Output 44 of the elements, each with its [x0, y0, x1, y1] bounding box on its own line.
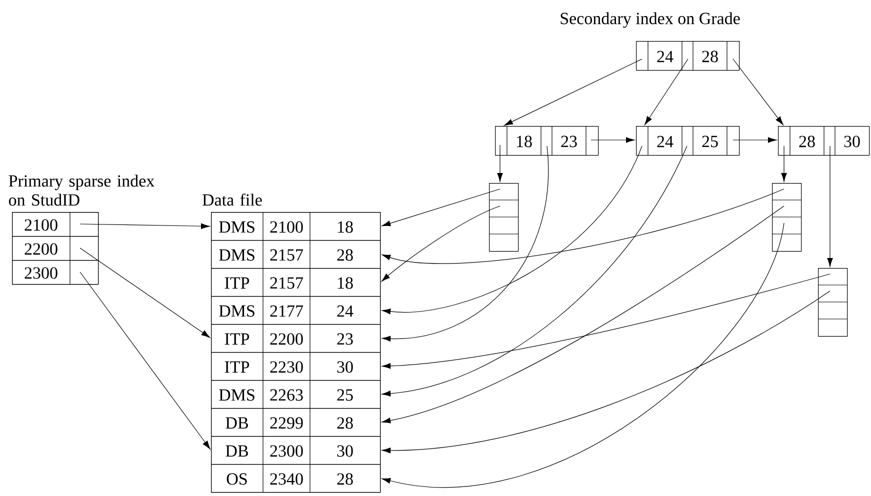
table-row: ITP 2200 23 — [211, 324, 381, 353]
table-row: ITP 2157 18 — [211, 268, 381, 297]
title: Secondary index on Grade — [560, 12, 740, 28]
arrow — [732, 58, 784, 126]
arrow — [382, 146, 549, 342]
arrow — [382, 222, 784, 488]
index-node: 18 23 — [495, 126, 599, 156]
arrow — [504, 58, 642, 126]
table-row: 2200 — [12, 236, 99, 261]
table-row: 2300 — [12, 260, 99, 285]
bucket-box — [488, 183, 519, 252]
arrow — [382, 206, 784, 424]
node-label: Data file — [202, 194, 262, 206]
arrow — [732, 137, 777, 143]
node-label: Primary sparse index on StudID — [8, 174, 154, 206]
arrow — [382, 188, 500, 226]
arrow — [590, 137, 635, 143]
table-row: 2100 — [12, 212, 99, 237]
table-row: DMS 2100 18 — [211, 212, 381, 241]
index-node: 28 30 — [778, 126, 870, 156]
arrow — [382, 290, 830, 454]
table-row: DB 2300 30 — [211, 436, 381, 465]
arrow — [382, 146, 642, 314]
table-row: DB 2299 28 — [211, 408, 381, 437]
arrow — [827, 146, 833, 267]
index-node: 24 25 — [636, 126, 740, 156]
arrow — [497, 144, 503, 182]
bucket-box — [772, 183, 802, 252]
arrow — [382, 188, 784, 264]
arrow — [382, 274, 830, 369]
arrow — [80, 248, 210, 338]
table-row: ITP 2230 30 — [211, 352, 381, 381]
table-row: DMS 2177 24 — [211, 296, 381, 325]
arrow — [781, 146, 787, 182]
table-row: DMS 2263 25 — [211, 380, 381, 409]
table-row: OS 2340 28 — [211, 464, 381, 493]
arrow — [644, 58, 688, 126]
table-row: DMS 2157 28 — [211, 240, 381, 269]
arrow — [382, 146, 688, 396]
bucket-box — [818, 268, 848, 337]
index-node: 24 28 — [636, 40, 740, 71]
arrow — [80, 223, 210, 229]
arrow — [381, 206, 500, 282]
arrow — [80, 272, 210, 450]
